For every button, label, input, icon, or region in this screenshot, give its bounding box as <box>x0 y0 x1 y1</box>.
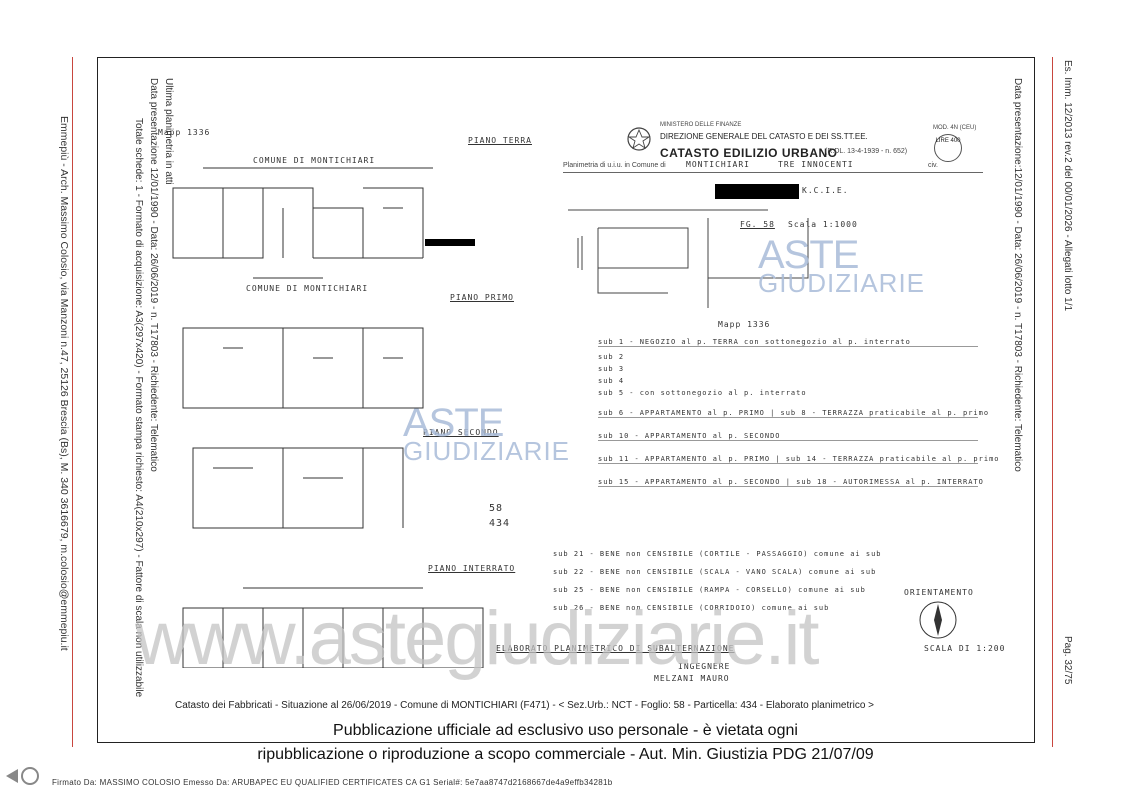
comune-top-label: COMUNE DI MONTICHIARI <box>253 156 376 165</box>
scala-foot-label: SCALA DI 1:200 <box>924 644 1006 653</box>
site-map <box>568 209 809 308</box>
piano-primo-label: PIANO PRIMO <box>450 293 514 302</box>
nome-label: MELZANI MAURO <box>654 674 730 683</box>
digital-signature: Firmato Da: MASSIMO COLOSIO Emesso Da: A… <box>52 778 613 787</box>
left-margin-line <box>72 57 73 747</box>
header-rule <box>563 172 983 173</box>
legend-row: sub 10 - APPARTAMENTO al p. SECONDO <box>598 432 978 441</box>
direction-label: DIREZIONE GENERALE DEL CATASTO E DEI SS.… <box>660 132 868 141</box>
compass-icon <box>919 601 957 639</box>
compilato-label: INGEGNERE <box>678 662 731 671</box>
page-number: Pag. 32/75 <box>1062 636 1073 685</box>
legend-row: sub 5 - con sottonegozio al p. interrato <box>598 389 807 397</box>
publication-notice-line1: Pubblicazione ufficiale ad esclusivo uso… <box>333 722 798 739</box>
sheet-num-2: 434 <box>489 518 511 529</box>
legend-row: sub 3 <box>598 365 625 373</box>
comune-mid-label: COMUNE DI MONTICHIARI <box>246 284 369 293</box>
fg-label: FG. 58 <box>740 220 775 229</box>
lire-stamp: LIRE 400 <box>934 134 962 162</box>
architect-credit: Emmepiù - Arch. Massimo Colosio, via Man… <box>58 116 70 651</box>
legend-row: sub 11 - APPARTAMENTO al p. PRIMO | sub … <box>598 455 1000 464</box>
legend-row: sub 21 - BENE non CENSIBILE (CORTILE - P… <box>553 550 882 558</box>
mapp2-label: Mapp 1336 <box>718 320 771 329</box>
legend-row: sub 1 - NEGOZIO al p. TERRA con sottoneg… <box>598 338 978 347</box>
legend-row: sub 4 <box>598 377 625 385</box>
via-handwritten: TRE INNOCENTI <box>778 160 854 169</box>
emblem-icon <box>626 124 652 154</box>
orientamento-label: ORIENTAMENTO <box>904 588 974 597</box>
legend-row: sub 26 - BENE non CENSIBILE (CORRIDOIO) … <box>553 604 830 612</box>
document-reference: Es. Imm. 12/2013 rev.2 del 00/01/2026 - … <box>1062 60 1073 312</box>
right-margin-line <box>1052 57 1053 747</box>
comune-handwritten: MONTICHIARI <box>686 160 750 169</box>
publication-notice-line2: ripubblicazione o riproduzione a scopo c… <box>257 746 874 763</box>
watermark-aste-top: ASTE GIUDIZIARIE <box>758 233 926 298</box>
legend-common-parts: sub 21 - BENE non CENSIBILE (CORTILE - P… <box>553 550 973 612</box>
redaction-top <box>715 184 799 199</box>
piano-terra-label: PIANO TERRA <box>468 136 532 145</box>
ministry-label: MINISTERO DELLE FINANZE <box>660 122 742 128</box>
watermark-aste-mid: ASTE GIUDIZIARIE <box>403 401 571 466</box>
catasto-ref: (R.DL. 13-4-1939 - n. 652) <box>825 148 908 155</box>
legend-row: sub 15 - APPARTAMENTO al p. SECONDO | su… <box>598 478 984 487</box>
stamp-right-data-presentazione: Data presentazione:12/01/1990 - Data: 26… <box>1012 78 1023 472</box>
piano-secondo-label: PIANO SECONDO <box>423 428 499 437</box>
floor-plans <box>172 167 484 668</box>
elaborato-label: ELABORATO PLANIMETRICO DI SUBALTERNAZION… <box>496 644 735 653</box>
legend-row: sub 2 <box>598 353 625 361</box>
redaction-left <box>425 239 475 246</box>
planimetria-label: Planimetria di u.i.u. in Comune di <box>563 162 666 169</box>
mapp-label: Mapp 1336 <box>158 128 211 137</box>
legend-table: sub 1 - NEGOZIO al p. TERRA con sottoneg… <box>598 338 1000 527</box>
legend-row: sub 6 - APPARTAMENTO al p. PRIMO | sub 8… <box>598 409 990 418</box>
watermark-url: www.astegiudiziarie.it <box>135 596 820 681</box>
legend-row: sub 22 - BENE non CENSIBILE (SCALA - VAN… <box>553 568 877 576</box>
signature-logo-icon <box>4 765 44 792</box>
civ-label: civ. <box>928 162 938 169</box>
stamp-data-presentazione: Data presentazione 12/01/1990 - Data: 26… <box>148 78 159 472</box>
scala-label: Scala 1:1000 <box>788 220 858 229</box>
catasto-title: CATASTO EDILIZIO URBANO <box>660 146 838 160</box>
cadastral-sheet: Ultima planimetria in atti Data presenta… <box>97 57 1035 743</box>
legend-row: sub 25 - BENE non CENSIBILE (RAMPA - COR… <box>553 586 866 594</box>
piano-interrato-label: PIANO INTERRATO <box>428 564 516 573</box>
sheet-num-1: 58 <box>489 503 504 514</box>
model-label: MOD. 4N (CEU) <box>933 125 977 131</box>
redaction-suffix: K.C.I.E. <box>802 186 849 195</box>
catasto-footer-line: Catasto dei Fabbricati - Situazione al 2… <box>175 700 875 711</box>
